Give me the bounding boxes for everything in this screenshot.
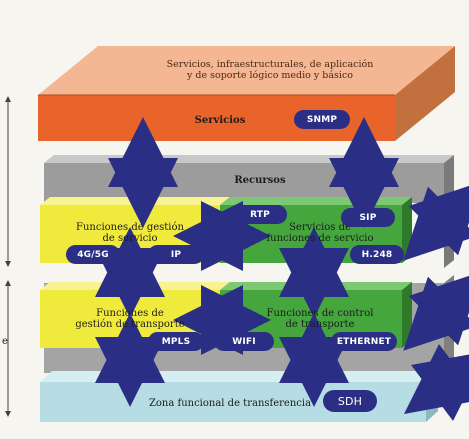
recursos-label: Recursos [234, 175, 286, 186]
badge-ethernet: ETHERNET [331, 332, 397, 351]
funciones-servicio-label: Servicios de funciones de servicio [250, 222, 390, 244]
gestion-servicio-line1: Funciones de gestión [76, 222, 184, 233]
arrow-side-middle [403, 271, 469, 351]
badge-rtp: RTP [233, 205, 287, 224]
servicios-label: Servicios [194, 115, 246, 126]
badge-wifi: WIFI [214, 332, 274, 351]
connection-arrows [95, 117, 469, 421]
arrow-side-lower [404, 344, 469, 421]
top-slab [38, 46, 455, 141]
funciones-servicio-line2: funciones de servicio [266, 233, 374, 245]
badge-sdh: SDH [323, 390, 377, 412]
transfer-box [40, 371, 438, 422]
gestion-transporte-label: Funciones de gestión de transporte [60, 308, 200, 330]
gestion-servicio-label: Funciones de gestión de servicio [60, 222, 200, 244]
control-transporte-line1: Funciones de control [266, 308, 374, 319]
badge-h248: H.248 [350, 245, 404, 264]
badge-ip: IP [148, 245, 204, 264]
badge-sip: SIP [341, 208, 395, 227]
control-transporte-label: Funciones de control de transporte [250, 308, 390, 330]
left-scale-bars [5, 96, 11, 417]
top-slab-label: Servicios, infraestructurales, de aplica… [120, 59, 420, 81]
side-letter: e [2, 336, 8, 347]
top-slab-label-line1: Servicios, infraestructurales, de aplica… [166, 59, 374, 70]
top-slab-label-line2: y de soporte lógico medio y básico [186, 69, 354, 81]
funciones-servicio-line1: Servicios de [289, 222, 351, 233]
gestion-servicio-line2: de servicio [102, 233, 158, 245]
transferencia-label: Zona funcional de transferencia [148, 398, 312, 409]
badge-mpls: MPLS [148, 332, 204, 351]
gestion-transporte-line1: Funciones de [96, 308, 164, 319]
control-transporte-line2: de transporte [285, 319, 355, 331]
badge-4g5g: 4G/5G [66, 245, 120, 264]
arrow-side-upper [403, 181, 469, 261]
badge-snmp: SNMP [294, 110, 350, 129]
gestion-transporte-line2: gestión de transporte [75, 319, 185, 331]
